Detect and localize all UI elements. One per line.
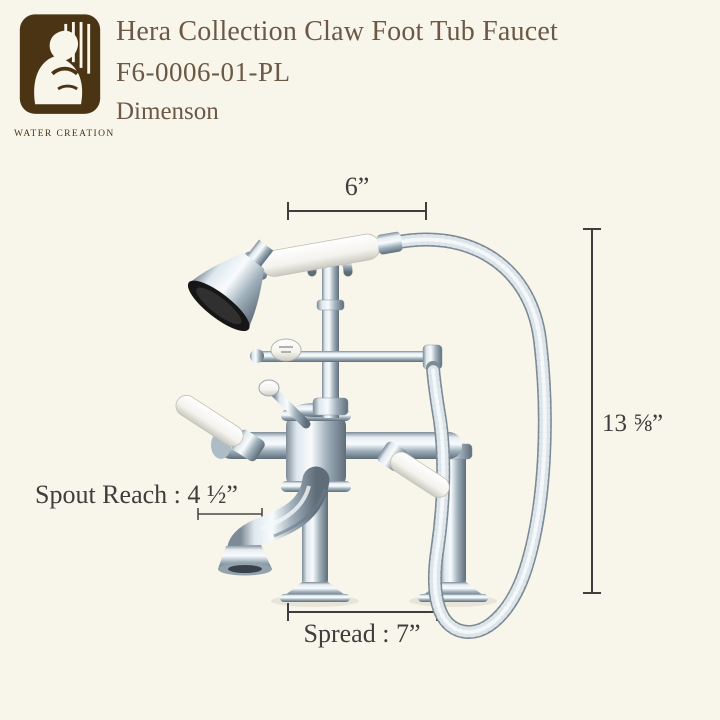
dimension-spout-reach-label: Spout Reach : 4 ½” [35, 480, 238, 509]
water-creation-logo: WATER CREATION [14, 12, 115, 139]
left-handle [175, 394, 265, 462]
faucet-product [175, 231, 552, 639]
page-subtitle: Dimenson [116, 98, 219, 125]
riser-and-support-bar [250, 264, 443, 418]
porcelain-index-button [270, 338, 302, 362]
header-text-block: Hera Collection Claw Foot Tub Faucet F6-… [116, 16, 558, 125]
logo-caption: WATER CREATION [14, 129, 115, 139]
water-creation-logo-icon [19, 14, 101, 114]
sprayer-head-icon [187, 239, 274, 332]
dimension-height-label: 13 ⅝” [602, 410, 664, 437]
product-model-number: F6-0006-01-PL [116, 57, 291, 87]
hand-shower [187, 231, 403, 332]
dimension-top-width-label: 6” [344, 172, 370, 201]
dimension-spread-label: Spread : 7” [303, 619, 421, 648]
product-title: Hera Collection Claw Foot Tub Faucet [116, 16, 558, 47]
right-handle [377, 441, 450, 498]
tub-spout [218, 466, 330, 576]
diverter-lever [258, 379, 311, 429]
dimension-line-top-width [287, 202, 427, 220]
shower-hose [387, 232, 552, 639]
dimension-line-height [583, 228, 601, 594]
